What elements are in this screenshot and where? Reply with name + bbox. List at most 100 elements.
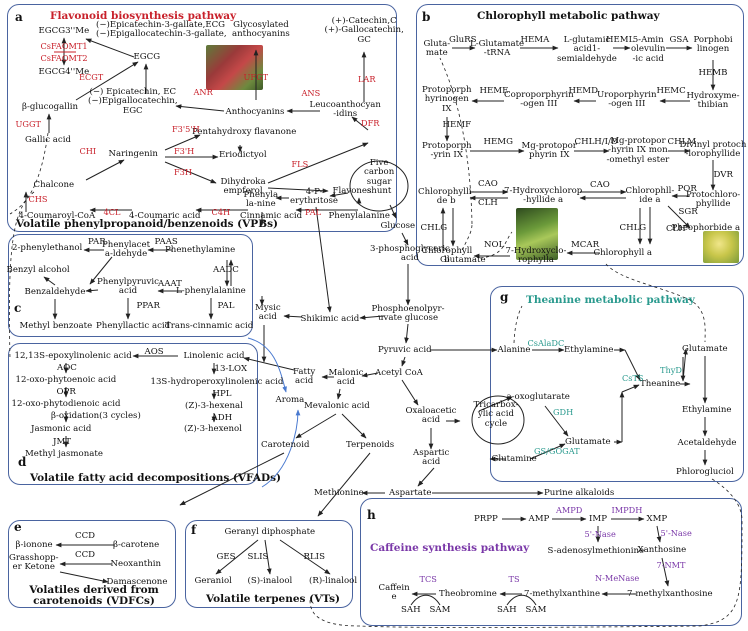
enzyme-gdh: GDH <box>553 406 574 417</box>
enzyme-slis: SLIS <box>247 551 269 562</box>
node-glutamate_g: Glutamate <box>682 343 728 354</box>
node-glutamate_mid: Glutamate <box>440 254 486 265</box>
node-benzaldehyde: Benzaldehyde <box>24 286 86 297</box>
panel-g-box <box>490 286 744 482</box>
node-sadenosyl: S-adenosylmethionine <box>547 545 645 556</box>
enzyme-hemd: HEMD <box>568 85 598 96</box>
node-geranyl_dp: Geranyl diphosphate <box>224 526 316 537</box>
enzyme-paas: PAAS <box>154 236 178 247</box>
node-fatty_acid: Fatty acid <box>293 366 316 386</box>
node-methionine: Methionine <box>314 487 364 498</box>
node-jasmonic: Jasmonic acid <box>31 423 92 434</box>
enzyme-tcs: TCS <box>419 573 437 584</box>
panel-c-title: Volatile phenylpropanoid/benzenoids (VPB… <box>16 218 278 230</box>
node-flavones: Flavones <box>332 185 372 196</box>
enzyme-rlis: RLIS <box>303 551 325 562</box>
node-carotenoid: Carotenoid <box>261 439 310 450</box>
node-mysic: Mysic acid <box>255 302 281 322</box>
enzyme-aos: AOS <box>144 346 164 357</box>
node-coumaroyl: 4-Coumaroyl-CoA <box>18 210 96 221</box>
enzyme-hpl: HPL <box>212 388 232 399</box>
node-glyco_antho: Glycosylated anthocyanins <box>232 19 290 39</box>
panel-b-letter: b <box>422 10 431 24</box>
node-grasshopper: Grasshopp- er Ketone <box>9 552 59 572</box>
node-egcg4me: EGCG4''Me <box>38 66 90 77</box>
enzyme-f3h: F3H <box>174 166 193 177</box>
node-aspartic: Aspartic acid <box>413 447 450 467</box>
panel-f-letter: f <box>191 523 197 537</box>
enzyme-impdh: IMPDH <box>611 504 643 515</box>
node-lglu_semi: L-glutamic acid1- semialdehyde <box>557 35 617 64</box>
node-aroma: Aroma <box>275 394 305 405</box>
node-phenethylamine: Phenethylamine <box>165 244 236 255</box>
enzyme-fls: FLS <box>291 158 309 169</box>
enzyme-clh1: CLH <box>478 197 498 208</box>
node-gallic: Gallic acid <box>25 134 71 145</box>
node-erythritose: 4-P- erythritose <box>290 186 339 206</box>
tea-leaf-photo-yellow <box>703 231 739 263</box>
panel-h-title: Caffeine synthesis pathway <box>370 542 530 554</box>
node-alanine: Alanine <box>497 344 531 355</box>
panel-e-box <box>8 520 176 608</box>
node-hydroxychl_a2: 7-Hydroxyclo- rophylla <box>505 245 567 265</box>
node-glucose: Glucose <box>380 220 416 231</box>
node-benzyl_alcohol: Benzyl alcohol <box>6 264 70 275</box>
enzyme-hemf: HEMF <box>442 119 472 130</box>
node-acetylcoa: Acetyl CoA <box>375 367 423 378</box>
node-purine: Purine alkaloids <box>544 487 615 498</box>
node-epicatechin: (−) Epicatechin, EC (−)Epigallocatechin,… <box>88 87 178 116</box>
node-mgprotoporph: Mg-protopor phyrin IX <box>521 140 577 160</box>
node-egcg: EGCG <box>133 51 161 62</box>
node-tca: Tricarbox- ylic acid cycle <box>473 400 519 429</box>
panel-a-letter: a <box>15 10 23 24</box>
enzyme-aadc: AADC <box>213 264 239 275</box>
enzyme-gsa: GSA <box>669 34 689 45</box>
enzyme-ccd1: CCD <box>75 530 96 541</box>
node-s_linalool: (S)-inalool <box>247 575 293 586</box>
enzyme-csfaomt1: CsFAOMT1 <box>40 40 88 51</box>
node-trans_cinnamic: Trans-cinnamic acid <box>165 320 254 331</box>
enzyme-gsgogat: GS/GOGAT <box>534 445 580 456</box>
enzyme-nmt: 7-NMT <box>656 559 686 570</box>
enzyme-jmt: JMT <box>53 436 71 447</box>
node-eriodictyol: Eriodictyol <box>219 149 267 160</box>
panel-e-title: Volatiles derived from carotenoids (VDFC… <box>29 584 159 607</box>
node-phenyllactic: Phenyllactic acid <box>96 320 171 331</box>
enzyme-nase2: 5'-Nase <box>660 527 692 538</box>
node-ethylamine_g2: Ethylamine <box>682 404 732 415</box>
node-phenylalanine_mid: Phenyla la-nine <box>243 189 279 209</box>
panel-b-title: Chlorophyll metabolic pathway <box>477 10 660 22</box>
panel-c-letter: c <box>14 301 22 315</box>
node-bionone: β-ionone <box>15 539 53 550</box>
node-mevalonic: Mevalonic acid <box>304 400 370 411</box>
node-mgprotoporph_me: Mg-protopor -hyrin IX mon -omethyl ester <box>606 136 670 165</box>
node-glutamine: Glutamine <box>491 453 537 464</box>
enzyme-thyd: ThyD <box>660 364 682 375</box>
panel-a-box <box>7 4 397 232</box>
enzyme-adh: ADH <box>211 412 233 423</box>
node-hydroperoxy: 13S-hydroperoxylinolenic acid <box>150 376 284 387</box>
node-oxoglutarate: a-oxoglutarate <box>506 391 570 402</box>
node-protoporph_ix: Protoporph -yrin IX <box>422 140 472 160</box>
node-shikimic: Shikimic acid <box>300 313 360 324</box>
node-bcarotene: β-carotene <box>113 539 160 550</box>
panel-d-box <box>8 343 258 485</box>
enzyme-csts: CsTS <box>622 372 644 383</box>
node-glutamate_b: Gluta- mate <box>423 38 451 58</box>
node-damascenone: Damascenone <box>106 576 168 587</box>
node-phenylalanine_a: Phenylalanine <box>328 210 390 221</box>
node-lglu_trna: L-Glutamate -tRNA <box>470 38 525 58</box>
node-chlorophyll_a: Chlorophyll a <box>593 247 653 258</box>
node-hexenal3: (Z)-3-hexenal <box>185 400 243 411</box>
node-phenylpyruvic: Phenylpyruvic acid <box>97 276 159 296</box>
enzyme-opr: OPR <box>56 386 76 397</box>
node-hydroxymethibian: Hydroxyme- thibian <box>686 90 740 110</box>
node-porphobilinogen: Porphobi linogen <box>693 34 733 54</box>
node-lphenylalanine: L-phenylalanine <box>176 285 246 296</box>
node-phloroglucinol: Phlorogluciol <box>676 466 734 477</box>
enzyme-lar: LAR <box>358 73 376 84</box>
enzyme-c4h: C4H <box>211 206 231 217</box>
node-methylxanthosine: 7-methylxanthosine <box>627 588 713 599</box>
node-protoporph_ix_ogen: Protoporph hyrinogen IX <box>422 85 472 114</box>
